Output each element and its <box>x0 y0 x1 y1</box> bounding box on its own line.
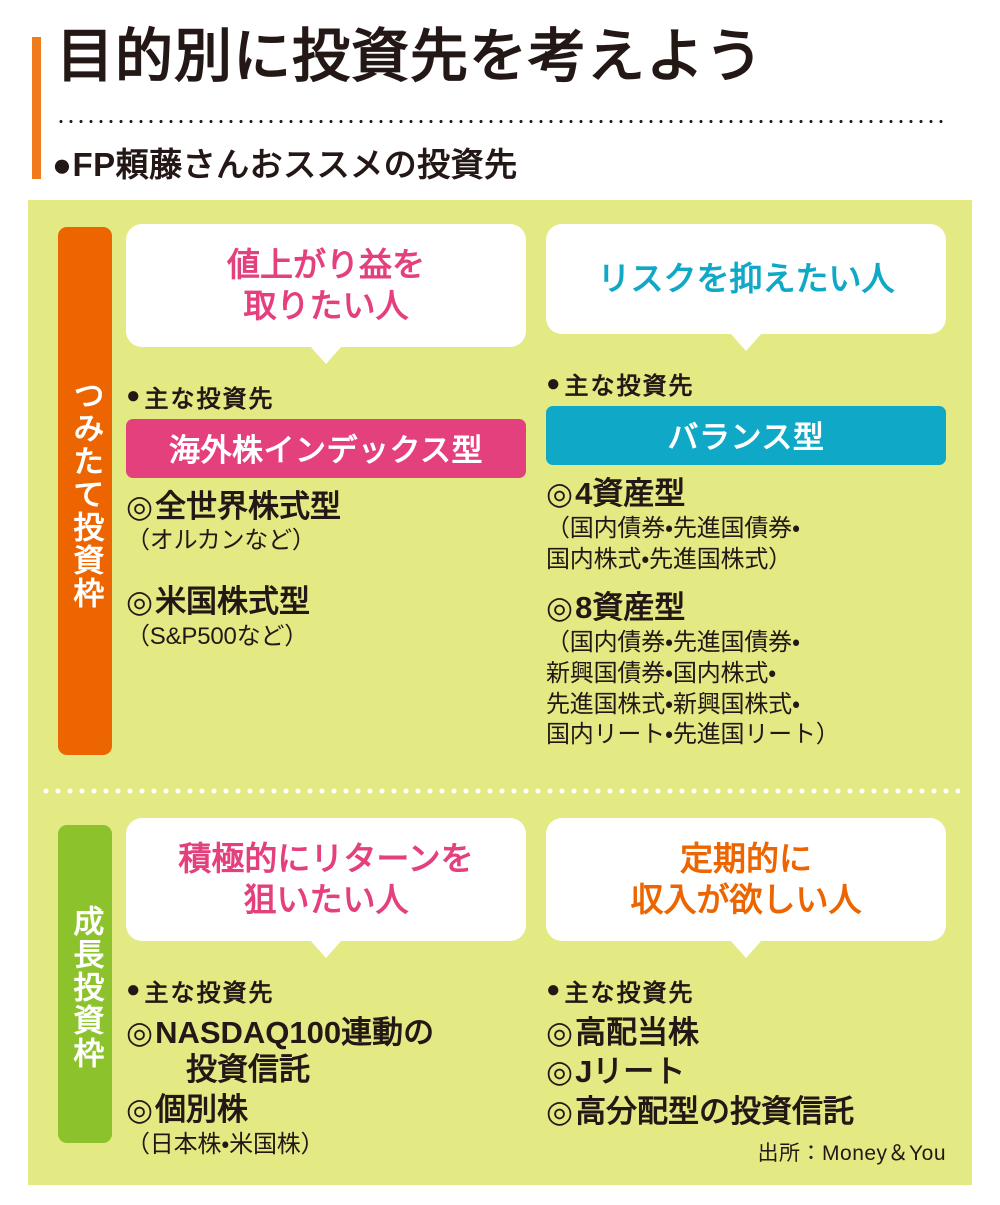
list-item-main: ◎ 高分配型の投資信託 <box>546 1093 946 1131</box>
lead-label: 主な投資先 <box>564 979 695 1007</box>
list-item: ◎ 米国株式型 （S&P500など） <box>126 583 526 653</box>
double-circle-icon: ◎ <box>546 1014 574 1050</box>
lead-tsumitate-lowrisk: ● 主な投資先 <box>546 366 946 401</box>
list-item: ◎ 高分配型の投資信託 <box>546 1093 946 1131</box>
list-item-main: ◎ 4資産型 <box>546 475 946 513</box>
bubble-tsumitate-lowrisk-text: リスクを抑えたい人 <box>597 260 895 298</box>
bubble-tsumitate-lowrisk: リスクを抑えたい人 <box>546 224 946 351</box>
lead-tsumitate-growth: ● 主な投資先 <box>126 379 526 414</box>
list-item: ◎ 個別株 （日本株・米国株） <box>126 1091 526 1161</box>
lead-bullet-icon: ● <box>546 369 563 397</box>
list-item-title: Jリート <box>575 1054 686 1090</box>
section-divider <box>40 788 960 794</box>
lead-bullet-icon: ● <box>126 976 143 1003</box>
lead-bullet-icon: ● <box>546 976 563 1003</box>
double-circle-icon: ◎ <box>126 488 154 524</box>
list-item-sub: （国内債券・先進国債券・国内株式・先進国株式） <box>546 514 800 573</box>
page-title: 目的別に投資先を考えよう <box>56 24 765 89</box>
bubble-seicho-income: 定期的に収入が欲しい人 <box>546 818 946 957</box>
list-item-title: 4資産型 <box>575 476 686 511</box>
double-circle-icon: ◎ <box>546 590 574 626</box>
list-item-title: 高分配型の投資信託 <box>575 1094 855 1130</box>
category-bar-balanced: バランス型 <box>546 406 946 465</box>
section-tab-seicho: 成長投資枠 <box>58 825 112 1143</box>
list-item-main: ◎ 米国株式型 <box>126 583 526 621</box>
double-circle-icon: ◎ <box>126 1014 154 1050</box>
title-divider <box>56 120 944 123</box>
category-bar-overseas-index: 海外株インデックス型 <box>126 418 526 478</box>
card-tsumitate-lowrisk: リスクを抑えたい人 ● 主な投資先 バランス型 ◎ 4資産型 （国内債券・先進国… <box>546 224 946 751</box>
bubble-seicho-return: 積極的にリターンを狙いたい人 <box>126 818 526 957</box>
double-circle-icon: ◎ <box>126 1092 154 1128</box>
section-tab-seicho-label: 成長投資枠 <box>68 904 104 1070</box>
list-item-title: 個別株 <box>155 1092 249 1128</box>
double-circle-icon: ◎ <box>126 584 154 620</box>
list-item-main: ◎ Jリート <box>546 1053 946 1091</box>
title-accent-bar <box>32 37 41 179</box>
section-tab-tsumitate: つみたて投資枠 <box>58 227 112 755</box>
list-item: ◎ 全世界株式型 （オルカンなど） <box>126 488 526 558</box>
content-panel: つみたて投資枠 成長投資枠 値上がり益を取りたい人 ● 主な投資先 海外株インデ… <box>28 200 972 1185</box>
lead-label: 主な投資先 <box>564 373 695 400</box>
bubble-seicho-income-text: 定期的に収入が欲しい人 <box>630 840 862 919</box>
list-item-sub: （日本株・米国株） <box>126 1130 325 1158</box>
section-tab-tsumitate-label: つみたて投資枠 <box>68 378 104 610</box>
card-tsumitate-growth: 値上がり益を取りたい人 ● 主な投資先 海外株インデックス型 ◎ 全世界株式型 … <box>126 224 526 653</box>
list-item: ◎ 高配当株 <box>546 1014 946 1052</box>
list-item-sub: （国内債券・先進国債券・新興国債券・国内株式・先進国株式・新興国株式・国内リート… <box>546 629 840 749</box>
list-item-title: 全世界株式型 <box>155 488 342 524</box>
item-list-seicho-return: ◎ NASDAQ100連動の 投資信託 ◎ 個別株 （日本株・米国株） <box>126 1014 526 1161</box>
double-circle-icon: ◎ <box>546 476 574 511</box>
list-item-main: ◎ 8資産型 <box>546 589 946 627</box>
list-item-main: ◎ 個別株 <box>126 1091 526 1129</box>
item-list-tsumitate-lowrisk: ◎ 4資産型 （国内債券・先進国債券・国内株式・先進国株式） ◎ 8資産型 （国… <box>546 475 946 751</box>
list-item-title: 高配当株 <box>575 1014 700 1050</box>
list-item-sub: （S&P500など） <box>126 622 309 650</box>
card-seicho-return: 積極的にリターンを狙いたい人 ● 主な投資先 ◎ NASDAQ100連動の 投資… <box>126 818 526 1161</box>
bubble-tsumitate-growth: 値上がり益を取りたい人 <box>126 224 526 363</box>
lead-seicho-income: ● 主な投資先 <box>546 973 946 1008</box>
subtitle-bullet-icon: ● <box>52 146 73 183</box>
lead-bullet-icon: ● <box>126 382 143 409</box>
lead-seicho-return: ● 主な投資先 <box>126 973 526 1008</box>
item-list-tsumitate-growth: ◎ 全世界株式型 （オルカンなど） ◎ 米国株式型 （S&P500など） <box>126 488 526 653</box>
list-item-title: 米国株式型 <box>155 584 311 620</box>
list-item: ◎ 4資産型 （国内債券・先進国債券・国内株式・先進国株式） <box>546 475 946 575</box>
lead-label: 主な投資先 <box>144 979 275 1007</box>
bubble-seicho-return-text: 積極的にリターンを狙いたい人 <box>178 840 474 919</box>
list-item: ◎ 8資産型 （国内債券・先進国債券・新興国債券・国内株式・先進国株式・新興国株… <box>546 589 946 751</box>
list-item-main: ◎ 高配当株 <box>546 1014 946 1052</box>
source-credit: 出所：Money＆You <box>757 1142 946 1165</box>
double-circle-icon: ◎ <box>546 1094 574 1130</box>
list-item: ◎ NASDAQ100連動の 投資信託 <box>126 1014 526 1090</box>
bubble-tsumitate-growth-text: 値上がり益を取りたい人 <box>227 246 425 325</box>
list-item-sub: （オルカンなど） <box>126 527 316 555</box>
list-item-title: 8資産型 <box>575 590 686 626</box>
card-seicho-income: 定期的に収入が欲しい人 ● 主な投資先 ◎ 高配当株 ◎ Jリート ◎ <box>546 818 946 1131</box>
double-circle-icon: ◎ <box>546 1054 574 1090</box>
list-item: ◎ Jリート <box>546 1053 946 1091</box>
list-item-main: ◎ NASDAQ100連動の 投資信託 <box>126 1014 526 1090</box>
page-header: 目的別に投資先を考えよう ●FP頼藤さんおススメの投資先 <box>0 0 1000 200</box>
item-list-seicho-income: ◎ 高配当株 ◎ Jリート ◎ 高分配型の投資信託 <box>546 1014 946 1131</box>
page-subtitle: ●FP頼藤さんおススメの投資先 <box>52 138 518 186</box>
lead-label: 主な投資先 <box>144 385 275 413</box>
list-item-main: ◎ 全世界株式型 <box>126 488 526 526</box>
list-item-title: NASDAQ100連動の 投資信託 <box>155 1014 435 1088</box>
subtitle-text: FP頼藤さんおススメの投資先 <box>72 146 518 183</box>
